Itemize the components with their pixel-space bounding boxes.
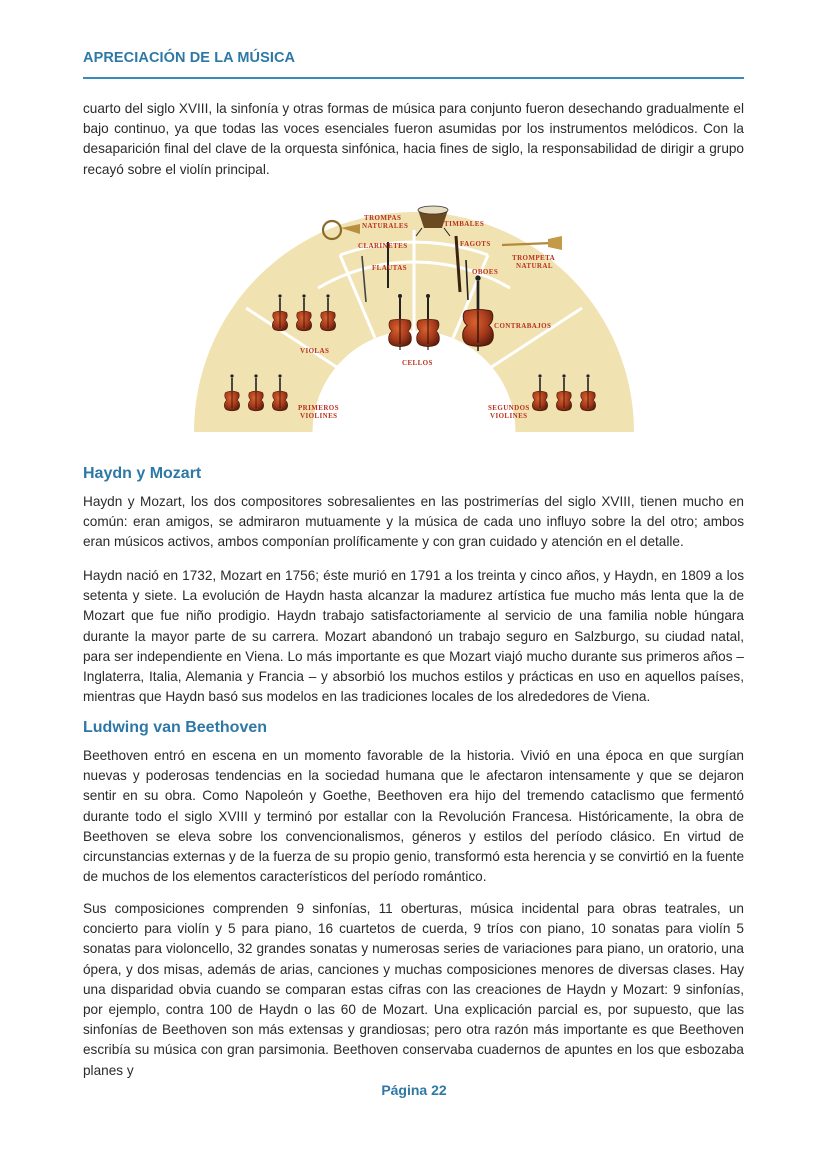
label-contrabajos: CONTRABAJOS (494, 322, 551, 330)
label-primeros-2: VIOLINES (300, 412, 337, 420)
label-trompeta-2: NATURAL (516, 262, 553, 270)
bassoon-icon (454, 235, 462, 293)
oboe-icon (465, 259, 469, 301)
label-fagots: FAGOTS (460, 240, 491, 248)
label-trompas-2: NATURALES (362, 222, 408, 230)
section-heading-beethoven: Ludwing van Beethoven (83, 719, 268, 736)
beethoven-paragraph-1: Beethoven entró en escena en un momento … (83, 748, 744, 885)
haydn-mozart-paragraph-2: Haydn nació en 1732, Mozart en 1756; ést… (83, 568, 744, 705)
label-violas: VIOLAS (300, 347, 329, 355)
page-header-title: APRECIACIÓN DE LA MÚSICA (83, 50, 296, 66)
label-oboes: OBOES (472, 268, 498, 276)
haydn-mozart-paragraph-1: Haydn y Mozart, los dos compositores sob… (83, 494, 744, 550)
trumpet-icon (501, 236, 562, 250)
beethoven-paragraph-2: Sus composiciones comprenden 9 sinfonías… (83, 901, 744, 1078)
label-flautas: FLAUTAS (372, 264, 407, 272)
timpani-icon (415, 205, 451, 237)
intro-paragraph: cuarto del siglo XVIII, la sinfonía y ot… (83, 101, 744, 177)
label-primeros-1: PRIMEROS (298, 404, 339, 412)
flute-icon (361, 255, 367, 303)
label-clarinetes: CLARINETES (358, 242, 408, 250)
header-divider (83, 77, 744, 79)
orchestra-seating-diagram: TROMPAS NATURALES TIMBALES CLARINETES FA… (194, 205, 634, 433)
section-heading-haydn-mozart: Haydn y Mozart (83, 465, 202, 482)
label-segundos-2: VIOLINES (490, 412, 527, 420)
label-segundos-1: SEGUNDOS (488, 404, 530, 412)
label-trompas-1: TROMPAS (364, 214, 401, 222)
label-timbales: TIMBALES (444, 220, 484, 228)
label-trompeta-1: TROMPETA (512, 254, 555, 262)
page-number: Página 22 (381, 1082, 447, 1098)
label-cellos: CELLOS (402, 359, 433, 367)
horn-icon (321, 219, 360, 241)
